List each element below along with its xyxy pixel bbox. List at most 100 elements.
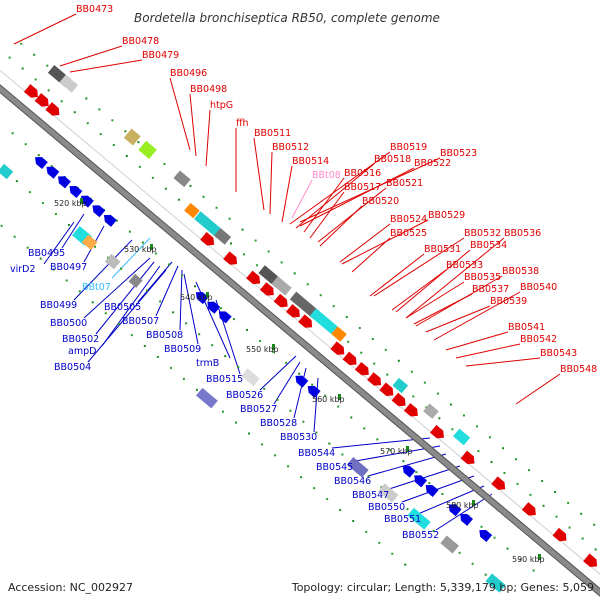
feature-block [407,507,431,530]
track-dot [594,548,597,551]
track-dot [198,333,201,336]
track-dot [432,529,435,532]
forward-gene-label: BB0536 [504,228,541,239]
track-dot [352,519,355,522]
track-dot [189,184,192,187]
scale-tick-label: 550 kbp [246,345,279,354]
track-dot [493,536,496,539]
feature-block [138,140,157,159]
feature-block [423,403,439,419]
scale-tick-label: 580 kbp [446,501,479,510]
label-leader [215,299,241,375]
reverse-gene-arrow [295,375,309,388]
track-dot [365,530,368,533]
track-dot [8,56,11,59]
track-dot [13,235,16,238]
forward-gene-label: BB0519 [390,142,427,153]
reverse-gene-label: BB0527 [240,404,277,415]
track-dot [371,337,374,340]
track-dot [519,558,522,561]
track-dot [428,482,431,485]
label-leader [87,269,167,363]
track-dot [490,461,493,464]
reverse-gene-arrow [80,195,94,208]
scale-tick-label: 560 kbp [312,395,345,404]
feature-block [331,326,347,342]
track-dot [73,111,76,114]
forward-gene-label: BB0479 [142,50,179,61]
track-dot [319,294,322,297]
reverse-gene-arrow [479,529,493,542]
forward-gene-arrow [23,84,38,98]
forward-gene-label: BB0541 [508,322,545,333]
track-dot [542,504,545,507]
scale-tick-label: 590 kbp [512,555,545,564]
label-leader [367,453,447,477]
feature-block [59,74,79,93]
track-dot [272,350,275,353]
track-dot [177,198,180,201]
reverse-gene-label: BB0497 [50,262,87,273]
track-dot [124,130,127,133]
track-dot [287,465,290,468]
track-dot [339,509,342,512]
track-dot [215,206,218,209]
label-leader [295,163,375,229]
feature-block [241,368,260,387]
forward-gene-arrow [45,102,60,116]
track-dot [326,498,329,501]
reverse-gene-label: BB0507 [122,316,159,327]
label-leader [425,305,491,333]
label-leader [289,151,391,225]
scale-tick-mark [406,446,409,452]
track-dot [167,263,170,266]
label-leader [73,239,133,301]
label-leader [465,357,541,367]
track-dot [141,241,144,244]
track-dot [256,264,259,267]
feature-block [289,291,320,319]
reverse-gene-label: BB0544 [298,448,335,459]
track-dot [99,133,102,136]
label-leader [169,77,191,151]
track-dot [363,427,366,430]
scale-tick-label: 530 kbp [124,245,157,254]
reverse-gene-label: BB0550 [368,502,405,513]
track-dot [193,285,196,288]
track-dot [276,398,279,401]
reverse-gene-label: BB0546 [334,476,371,487]
forward-gene-arrow [491,476,506,490]
track-dot [402,460,405,463]
track-dot [143,345,146,348]
label-leader [61,213,85,249]
track-dot [47,89,50,92]
reverse-gene-label: virD2 [10,264,36,275]
forward-gene-arrow [379,382,394,396]
track-dot [137,141,140,144]
track-dot [230,242,233,245]
track-dot [111,119,114,122]
label-leader [415,275,503,327]
track-dot [406,508,409,511]
label-leader [13,13,77,45]
forward-gene-label: htpG [210,100,233,111]
reverse-gene-label: ampD [68,346,96,357]
feature-block [81,234,98,250]
reverse-gene-label: BB0502 [62,334,99,345]
reverse-gene-label: BB0504 [54,362,91,373]
track-dot [163,163,166,166]
reverse-gene-label: BB0530 [280,432,317,443]
reverse-gene-label: BB0495 [28,248,65,259]
track-dot [516,482,519,485]
track-dot [328,442,331,445]
track-dot [112,144,115,147]
track-dot [254,239,257,242]
track-dot [554,490,557,493]
track-dot [151,176,154,179]
track-dot [484,573,487,576]
scale-tick-label: 570 kbp [380,447,413,456]
feature-block [104,253,121,270]
track-dot [458,551,461,554]
forward-gene-arrow [367,372,382,386]
forward-gene-label: BB0514 [292,156,329,167]
